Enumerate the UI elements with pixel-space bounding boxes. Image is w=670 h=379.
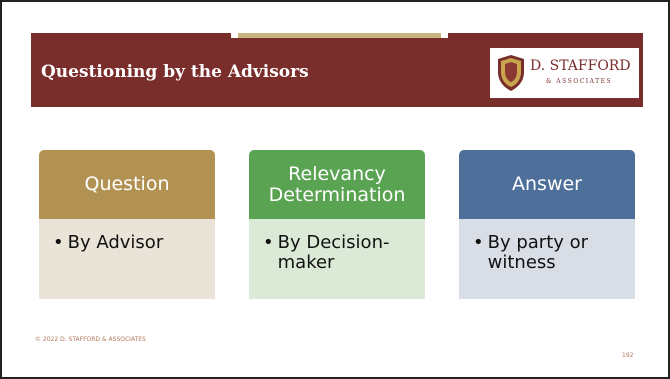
column-header: Answer: [459, 150, 635, 219]
logo-name: D. STAFFORD: [530, 58, 631, 74]
slide-title: Questioning by the Advisors: [41, 62, 309, 82]
bullet: •: [53, 232, 64, 253]
column-body: • By Advisor: [39, 219, 215, 299]
shield-icon: [498, 55, 524, 91]
column-body: • By party or witness: [459, 219, 635, 299]
column-header: Relevancy Determination: [249, 150, 425, 219]
column-question: Question • By Advisor: [39, 150, 215, 299]
column-body-text: By party or witness: [487, 232, 589, 273]
footer-copyright: © 2022 D. STAFFORD & ASSOCIATES: [35, 336, 146, 343]
title-bar: Questioning by the Advisors D. STAFFORD …: [31, 38, 643, 107]
column-body-text: By Advisor: [67, 232, 164, 253]
column-body: • By Decision-maker: [249, 219, 425, 299]
top-accent-bar-left: [31, 33, 231, 38]
top-accent-bar-middle: [238, 33, 441, 38]
column-body-text: By Decision-maker: [277, 232, 390, 273]
logo-subtitle: & ASSOCIATES: [546, 78, 613, 85]
column-relevancy-determination: Relevancy Determination • By Decision-ma…: [249, 150, 425, 299]
column-header: Question: [39, 150, 215, 219]
logo: D. STAFFORD & ASSOCIATES: [490, 48, 639, 98]
bullet: •: [473, 232, 484, 253]
page-number: 192: [622, 352, 634, 359]
column-answer: Answer • By party or witness: [459, 150, 635, 299]
top-accent-bar-right: [448, 33, 643, 38]
bullet: •: [263, 232, 274, 253]
